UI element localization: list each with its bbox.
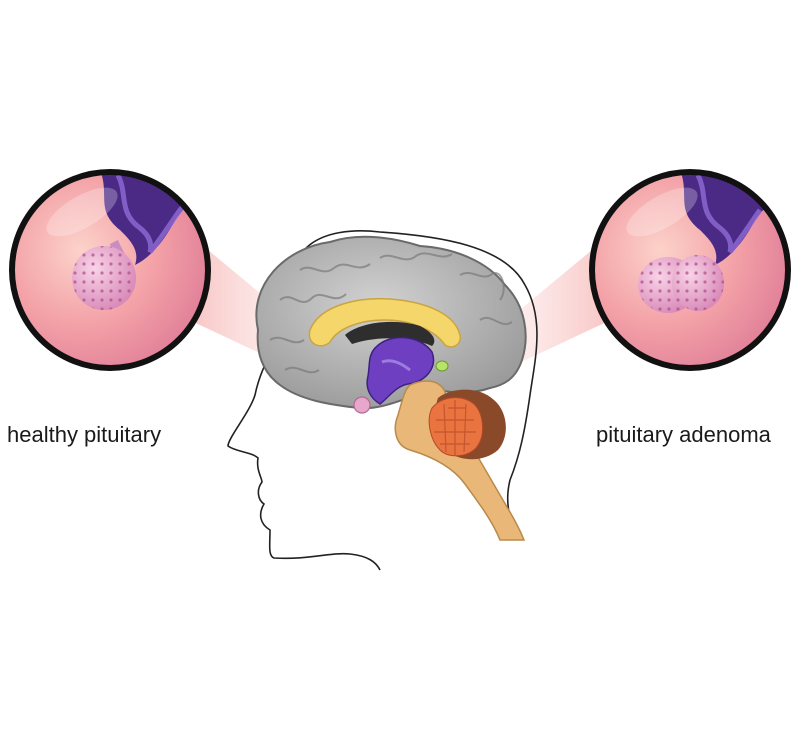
pituitary-adenoma-lens [589, 169, 791, 371]
hypothalamus-highlight [695, 173, 763, 254]
thalamus [366, 336, 435, 405]
pineal-gland [435, 360, 449, 372]
head-outline [227, 230, 538, 571]
healthy-pituitary-lens [9, 169, 211, 371]
magnifier-beam-right [500, 235, 615, 372]
healthy-pituitary-label: healthy pituitary [7, 422, 162, 447]
corpus-callosum [308, 298, 461, 348]
lens-rim-left [9, 169, 211, 371]
lens-rim-right [589, 169, 791, 371]
pituitary-adenoma-label: pituitary adenoma [596, 422, 771, 447]
brain-pituitary-gland [353, 396, 371, 414]
cerebellum [428, 389, 506, 460]
brain [255, 235, 527, 541]
